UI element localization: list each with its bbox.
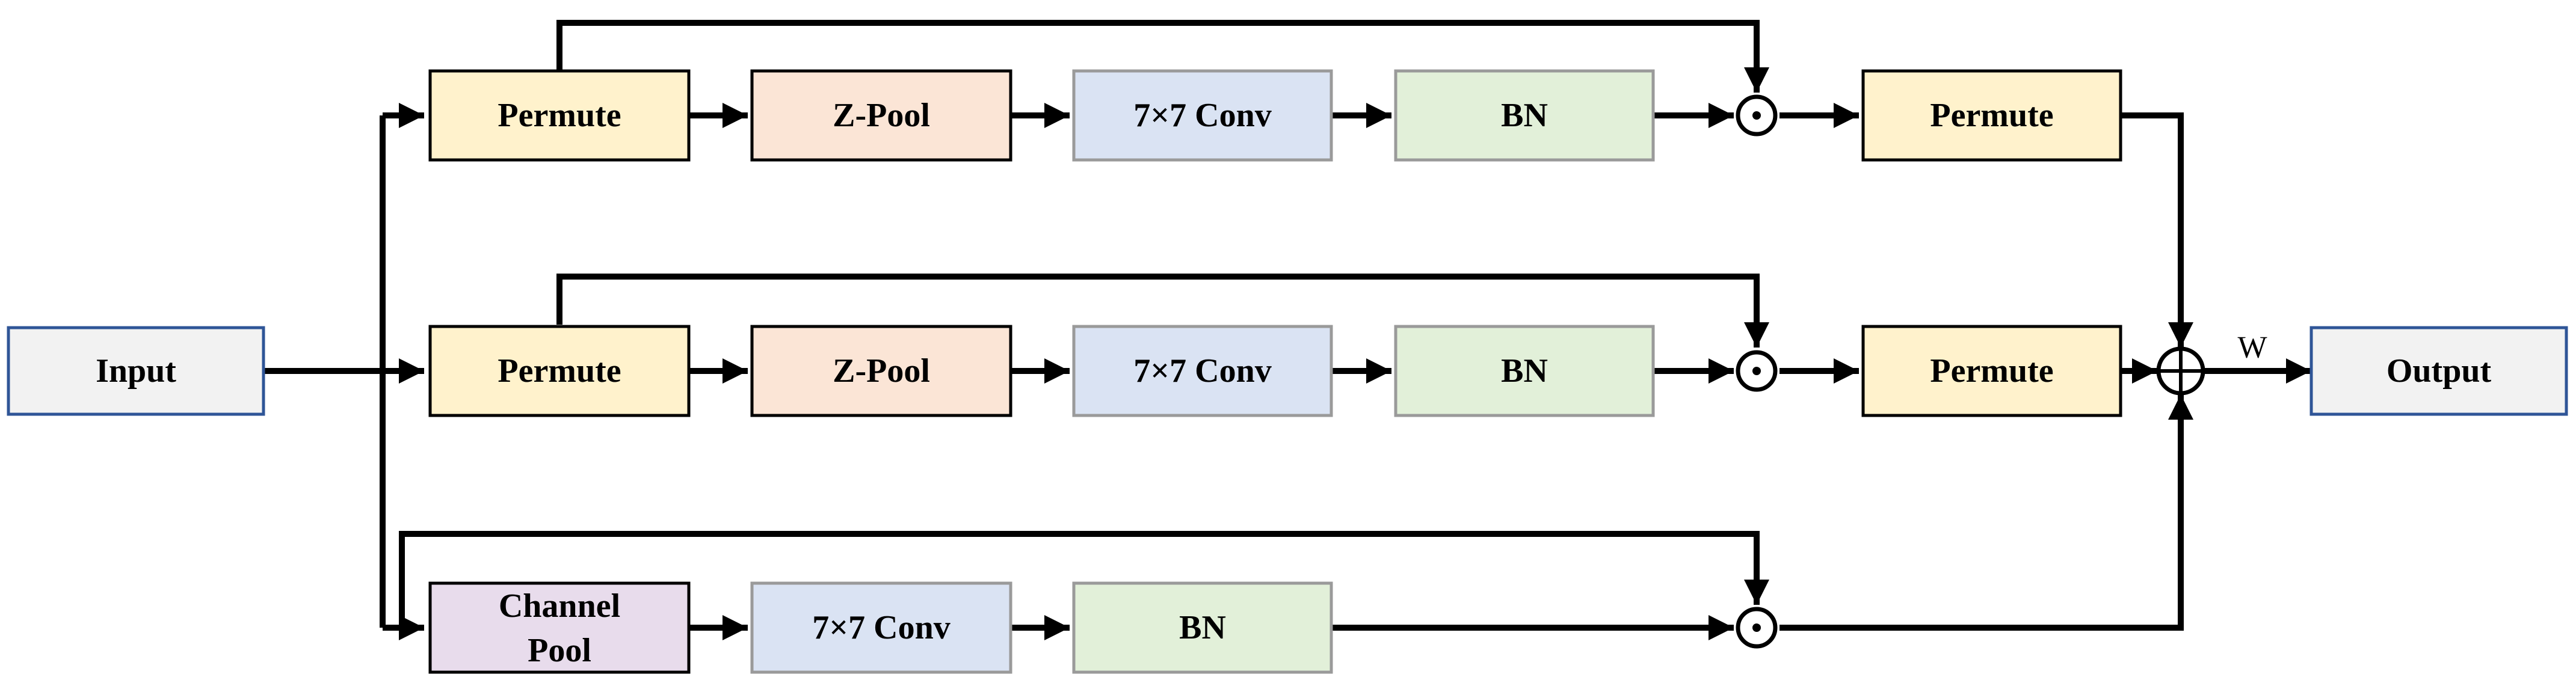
b1-conv-label: 7×7 Conv bbox=[1133, 97, 1272, 134]
b2-permute-in-node: Permute bbox=[428, 325, 691, 417]
b2-zpool-label: Z-Pool bbox=[833, 352, 930, 390]
b3-bn-box bbox=[1072, 581, 1333, 674]
b1-permute-out-node: Permute bbox=[1861, 69, 2122, 162]
b1-zpool-label: Z-Pool bbox=[833, 97, 930, 134]
b2-permute-in-box bbox=[428, 325, 691, 417]
b2-zpool-node: Z-Pool bbox=[750, 325, 1012, 417]
b1-multiply-icon bbox=[1736, 94, 1778, 136]
b3-channel-pool-label-line1: Channel bbox=[499, 587, 620, 625]
input-node: Input bbox=[7, 326, 265, 416]
b2-bn-box bbox=[1394, 325, 1655, 417]
b1-bn-label: BN bbox=[1501, 97, 1548, 134]
b1-conv-box bbox=[1072, 69, 1333, 162]
b1-skip-arrow bbox=[556, 20, 1769, 93]
b3-channel-pool-node: Channel Pool bbox=[428, 581, 691, 674]
b2-bn-node: BN bbox=[1394, 325, 1655, 417]
b2-conv-label: 7×7 Conv bbox=[1133, 352, 1272, 390]
b2-permute-out-label: Permute bbox=[1930, 352, 2053, 390]
b1-permute-out-label: Permute bbox=[1930, 97, 2053, 134]
weight-label: W bbox=[2237, 331, 2267, 365]
b1-conv-node: 7×7 Conv bbox=[1072, 69, 1333, 162]
b2-zpool-box bbox=[750, 325, 1012, 417]
b2-multiply-icon bbox=[1736, 350, 1778, 392]
b2-skip-arrow bbox=[556, 274, 1769, 348]
b1-bn-box bbox=[1394, 69, 1655, 162]
b1-permute-in-node: Permute bbox=[428, 69, 691, 162]
b3-conv-node: 7×7 Conv bbox=[750, 581, 1012, 674]
b1-bn-node: BN bbox=[1394, 69, 1655, 162]
b2-conv-box bbox=[1072, 325, 1333, 417]
branch-3: Channel Pool 7×7 Conv BN bbox=[428, 581, 1778, 674]
b3-conv-box bbox=[750, 581, 1012, 674]
b3-channel-pool-label-line2: Pool bbox=[528, 632, 591, 669]
elementwise-add-icon bbox=[2156, 346, 2205, 396]
b2-permute-out-node: Permute bbox=[1861, 325, 2122, 417]
b3-conv-label: 7×7 Conv bbox=[812, 609, 951, 646]
b3-skip-arrow bbox=[399, 531, 1769, 628]
b2-permute-out-box bbox=[1861, 325, 2122, 417]
b1-out-to-add-arrow bbox=[2121, 112, 2193, 348]
b1-zpool-node: Z-Pool bbox=[750, 69, 1012, 162]
input-box bbox=[7, 326, 265, 416]
b3-out-to-add-arrow bbox=[1779, 394, 2193, 631]
branch-1: Permute Z-Pool 7×7 Conv BN Permute bbox=[428, 69, 2122, 162]
b3-bn-node: BN bbox=[1072, 581, 1333, 674]
b1-permute-in-box bbox=[428, 69, 691, 162]
output-label: Output bbox=[2386, 352, 2492, 390]
input-label: Input bbox=[96, 352, 176, 390]
b3-multiply-icon bbox=[1736, 607, 1778, 649]
branch-2: Permute Z-Pool 7×7 Conv BN Permute bbox=[428, 325, 2122, 417]
b3-channel-pool-box bbox=[428, 581, 691, 674]
b1-permute-out-box bbox=[1861, 69, 2122, 162]
b3-bn-label: BN bbox=[1179, 609, 1226, 646]
b2-permute-in-label: Permute bbox=[498, 352, 621, 390]
b2-bn-label: BN bbox=[1501, 352, 1548, 390]
b1-permute-in-label: Permute bbox=[498, 97, 621, 134]
b1-zpool-box bbox=[750, 69, 1012, 162]
connectors bbox=[263, 20, 2311, 640]
b2-conv-node: 7×7 Conv bbox=[1072, 325, 1333, 417]
output-node: Output bbox=[2309, 326, 2568, 416]
output-box bbox=[2309, 326, 2568, 416]
